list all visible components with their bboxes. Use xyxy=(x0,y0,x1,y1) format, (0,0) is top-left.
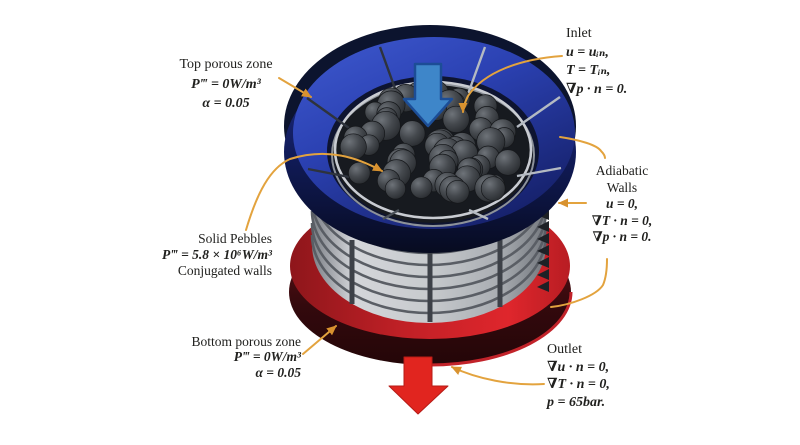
leader-adiabatic-top-hook xyxy=(559,136,606,159)
label-line: Outlet xyxy=(547,342,582,357)
label-line: Bottom porous zone xyxy=(191,334,302,349)
pebble xyxy=(410,176,433,199)
label-line: P‴ = 5.8 × 10⁶W/m³ xyxy=(162,246,272,262)
pebble xyxy=(480,176,506,202)
label-line: ∇u · n = 0, xyxy=(547,359,610,375)
label-line: u = uᵢₙ, xyxy=(566,44,609,60)
label-line: ∇T · n = 0, xyxy=(591,212,653,228)
label-inlet: Inlet u = uᵢₙ, T = Tᵢₙ, ∇p · n = 0. xyxy=(566,25,696,99)
leader-outlet xyxy=(451,366,545,386)
outlet-flow-arrow xyxy=(388,356,449,415)
label-line: Conjugated walls xyxy=(177,262,272,278)
label-line: p = 65bar. xyxy=(547,394,606,410)
pebble xyxy=(494,149,522,176)
pebble xyxy=(399,120,426,147)
leader-solid-pebbles xyxy=(245,152,383,231)
pebble xyxy=(348,161,371,185)
label-line: ∇T · n = 0, xyxy=(547,377,610,393)
label-line: Solid Pebbles xyxy=(198,231,272,246)
label-solid-pebbles: Solid Pebbles P‴ = 5.8 × 10⁶W/m³ Conjuga… xyxy=(110,231,272,278)
inlet-flow-arrow xyxy=(402,62,454,128)
leader-adiabatic-bottom-hook xyxy=(550,258,608,308)
label-line: P‴ = 0W/m³ xyxy=(233,349,301,365)
leader-top-porous xyxy=(278,77,312,98)
label-line: ∇p · n = 0. xyxy=(566,81,628,97)
label-adiabatic-walls: Adiabatic Walls u = 0, ∇T · n = 0, ∇p · … xyxy=(562,163,682,246)
label-bottom-porous-zone: Bottom porous zone P‴ = 0W/m³ α = 0.05 xyxy=(135,334,302,380)
ring-spokes xyxy=(306,46,562,221)
pebble xyxy=(445,179,470,204)
leader-lines xyxy=(245,55,608,386)
label-top-porous-zone: Top porous zone P‴ = 0W/m³ α = 0.05 xyxy=(146,55,306,114)
leader-inlet xyxy=(458,55,563,113)
pebble xyxy=(384,178,406,200)
leader-bottom-porous xyxy=(302,325,337,355)
label-line: Inlet xyxy=(566,26,592,41)
label-line: T = Tᵢₙ, xyxy=(566,63,611,78)
label-line: Walls xyxy=(606,179,638,195)
label-line: Top porous zone xyxy=(179,57,273,72)
pebble xyxy=(339,133,367,161)
label-line: P‴ = 0W/m³ xyxy=(191,76,261,92)
pebble xyxy=(442,105,470,133)
label-line: ∇p · n = 0. xyxy=(592,229,652,244)
label-line: u = 0, xyxy=(605,196,639,211)
label-line: α = 0.05 xyxy=(255,364,301,380)
drum-struts xyxy=(349,240,503,322)
label-line: α = 0.05 xyxy=(202,96,250,111)
label-outlet: Outlet ∇u · n = 0, ∇T · n = 0, p = 65bar… xyxy=(547,341,677,411)
label-line: Adiabatic xyxy=(595,163,649,178)
